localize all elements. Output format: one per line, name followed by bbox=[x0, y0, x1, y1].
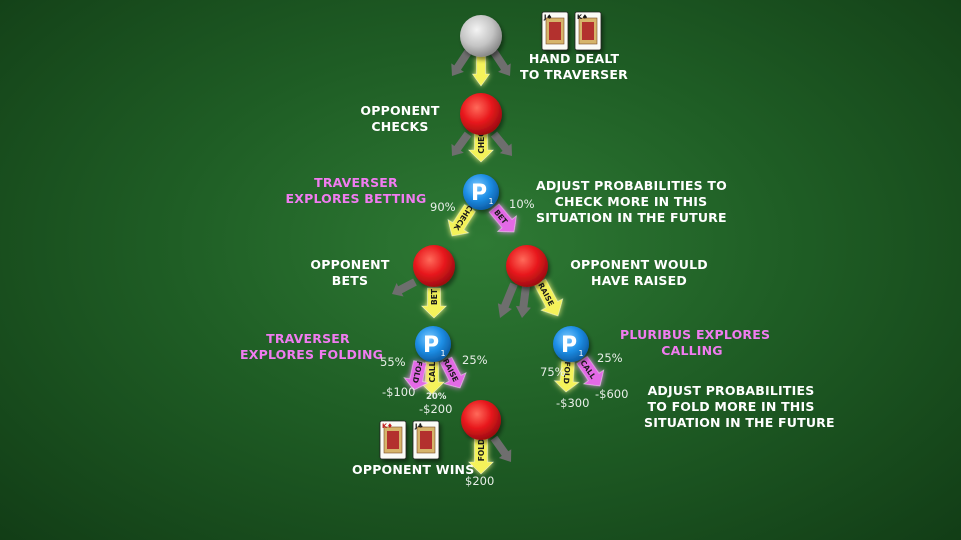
arrow-gray-raise-left bbox=[497, 282, 518, 319]
opponent-card-1-rank: K♦ bbox=[382, 422, 393, 430]
opponent-node-bets bbox=[413, 245, 455, 287]
opponent-card-2: J♣ bbox=[412, 420, 440, 460]
cards-layer: J♠ K♠ K♦ J♣ bbox=[379, 11, 602, 460]
prob-fold-1: 55% bbox=[380, 355, 406, 369]
arrow-gray-check-left bbox=[451, 131, 472, 157]
prob-check: 90% bbox=[430, 200, 456, 214]
prob-bet: 10% bbox=[509, 197, 535, 211]
opponent-card-2-rank: J♣ bbox=[414, 422, 423, 430]
arrow-gray-bet-left bbox=[391, 278, 417, 297]
opponent-card-1: K♦ bbox=[379, 420, 407, 460]
payoff-call-1: -$200 bbox=[419, 402, 453, 416]
arrow-fold-2-label: FOLD bbox=[562, 361, 572, 384]
arrow-gray-check-right bbox=[490, 131, 512, 157]
payoff-fold-1: -$100 bbox=[382, 385, 416, 399]
arrow-check-1-label: CHECK bbox=[477, 124, 486, 153]
opponent-node-checks bbox=[460, 93, 502, 135]
prob-fold-2: 75% bbox=[540, 365, 566, 379]
arrow-fold-2: FOLD bbox=[553, 361, 580, 393]
arrow-root-down bbox=[471, 55, 491, 87]
arrow-gray-root-left bbox=[451, 49, 472, 76]
arrow-bet-1-label: BET bbox=[430, 288, 439, 305]
arrow-call-1-label: CALL bbox=[428, 361, 437, 382]
arrow-bet-1: BET bbox=[420, 287, 448, 319]
pluribus-node-right-subscript: 1 bbox=[578, 349, 583, 358]
traverser-card-1: J♠ bbox=[541, 11, 569, 51]
payoff-fold-2: -$300 bbox=[556, 396, 590, 410]
prob-call-1: 20% bbox=[426, 392, 447, 402]
pluribus-node-right-letter: P bbox=[561, 333, 577, 358]
arrow-gray-raise-mid bbox=[515, 285, 531, 319]
opponent-wins-label: OPPONENT WINS bbox=[352, 462, 475, 477]
arrow-gray-opwin-right bbox=[490, 435, 512, 463]
traverser-card-1-rank: J♠ bbox=[543, 13, 552, 21]
pluribus-node-left-subscript: 1 bbox=[440, 349, 445, 358]
payoff-call-2: -$600 bbox=[595, 387, 629, 401]
arrow-gray-root-right bbox=[490, 49, 511, 76]
opponent-node-wins bbox=[461, 400, 501, 440]
traverser-card-2: K♠ bbox=[574, 11, 602, 51]
chance-node-root bbox=[460, 15, 502, 57]
arrow-fold-explore: FOLD bbox=[403, 360, 430, 391]
arrow-fold-3-label: FOLD bbox=[477, 439, 486, 462]
arrow-fold-3: FOLD bbox=[467, 437, 495, 475]
prob-call-2: 25% bbox=[597, 351, 623, 365]
pluribus-node-left-letter: P bbox=[423, 333, 439, 358]
traverser-card-2-rank: K♠ bbox=[577, 13, 588, 21]
prob-raise-1: 25% bbox=[462, 353, 488, 367]
pluribus-node-top-letter: P bbox=[471, 181, 487, 206]
pluribus-node-top-subscript: 1 bbox=[488, 197, 493, 206]
opponent-node-raise bbox=[506, 245, 548, 287]
payoff-opponent-wins: $200 bbox=[465, 474, 495, 488]
